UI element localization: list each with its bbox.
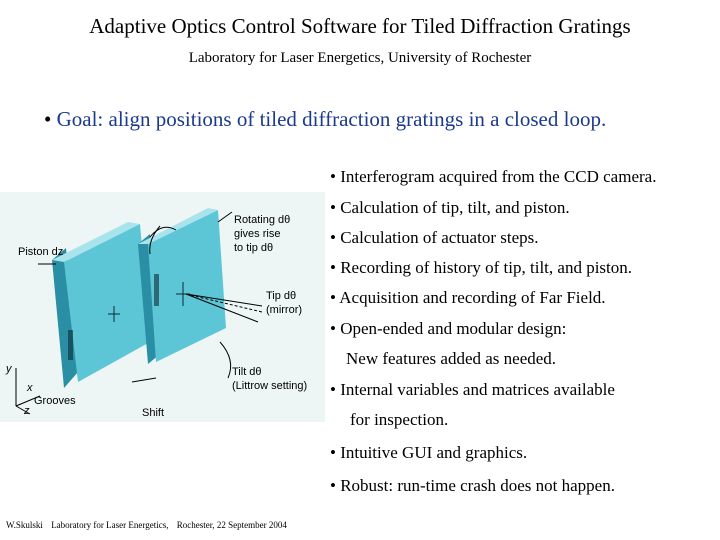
axis-z-label: z [23, 405, 30, 417]
right-tile-top [138, 208, 218, 244]
bullet-item: • Internal variables and matrices availa… [330, 380, 615, 399]
tilt-label-2: (Littrow setting) [232, 380, 307, 392]
axis-z-line [15, 405, 31, 415]
rotating-leader [217, 211, 233, 223]
tilt-arrow [219, 341, 232, 379]
grating-diagram: Piston dz Rotating dθ gives rise to tip … [0, 192, 325, 422]
footer: W.Skulski Laboratory for Laser Energetic… [6, 520, 293, 530]
axis-x-line [15, 395, 41, 407]
grooves-right [154, 274, 159, 306]
bullet-item: • Recording of history of tip, tilt, and… [330, 258, 633, 277]
slide-subtitle: Laboratory for Laser Energetics, Univers… [188, 50, 532, 66]
bullet-continuation: New features added as needed. [346, 349, 557, 368]
bullet-item: • Open-ended and modular design: [330, 319, 567, 338]
bullet-item: • Calculation of actuator steps. [330, 228, 539, 247]
axis-y-label: y [5, 363, 13, 375]
goal-line: • Goal: align positions of tiled diffrac… [44, 107, 606, 132]
rotation-arrow [149, 226, 177, 238]
piston-label: Piston dz [18, 246, 63, 258]
tip-label-2: (mirror) [266, 304, 302, 316]
grating-figure: Piston dz Rotating dθ gives rise to tip … [0, 182, 330, 432]
shift-arrow [131, 377, 157, 383]
tilt-label-1: Tilt dθ [232, 366, 262, 378]
shift-label: Shift [142, 407, 164, 419]
rotating-label-1: Rotating dθ [234, 214, 290, 226]
footer-author: W.Skulski [6, 520, 43, 530]
rotation-arrow-2 [149, 225, 161, 255]
left-tile-face [64, 224, 150, 382]
bullet-item: • Intuitive GUI and graphics. [330, 443, 528, 462]
bullet-item: • Interferogram acquired from the CCD ca… [330, 167, 657, 186]
bullet-item: • Acquisition and recording of Far Field… [330, 288, 606, 307]
tip-label-1: Tip dθ [266, 290, 296, 302]
axis-x-label: x [26, 382, 33, 394]
grooves-left [68, 330, 73, 360]
left-tile-top [52, 222, 140, 262]
goal-bullet: • [44, 107, 52, 131]
tip-beam-2 [185, 293, 263, 313]
slide-title: Adaptive Optics Control Software for Til… [89, 14, 631, 38]
footer-place-date: Rochester, 22 September 2004 [176, 520, 287, 530]
rotating-label-2: gives rise [234, 228, 280, 240]
right-tile-face [148, 210, 226, 362]
rotating-label-3: to tip dθ [234, 242, 273, 254]
goal-text: Goal: align positions of tiled diffracti… [56, 107, 607, 131]
grooves-label: Grooves [34, 395, 76, 407]
bullet-item: • Calculation of tip, tilt, and piston. [330, 198, 570, 217]
tip-beam-1 [185, 293, 263, 307]
bullet-continuation: for inspection. [350, 410, 449, 429]
bullet-item: • Robust: run-time crash does not happen… [330, 476, 615, 495]
footer-lab: Laboratory for Laser Energetics, [51, 520, 169, 530]
tip-beam-3 [185, 293, 259, 323]
